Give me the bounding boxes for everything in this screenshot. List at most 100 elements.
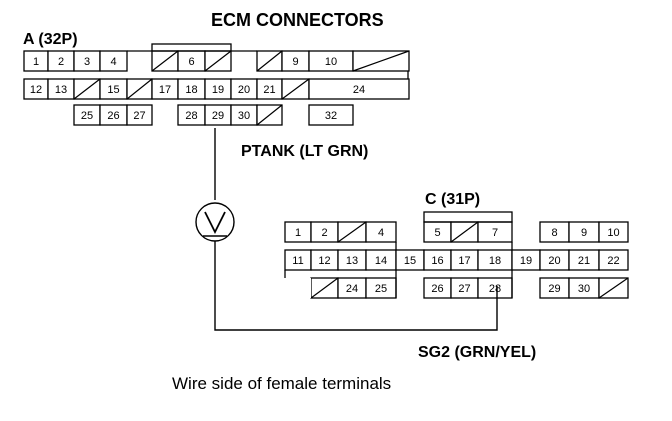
terminal-number: 2 [321, 227, 327, 239]
terminal-24: 24 [337, 277, 367, 299]
terminal-number: 12 [30, 84, 42, 96]
terminal-3: 3 [73, 50, 101, 72]
terminal-number: 18 [185, 84, 197, 96]
terminal-number: 14 [375, 255, 387, 267]
connector-a-label: A (32P) [23, 31, 78, 48]
terminal-empty [256, 104, 283, 126]
terminal-number: 7 [492, 227, 498, 239]
terminal-15: 15 [395, 249, 425, 271]
terminal-number: 18 [489, 255, 501, 267]
terminal-number: 6 [188, 56, 194, 68]
terminal-28: 28 [177, 104, 206, 126]
terminal-number: 24 [346, 283, 358, 295]
terminal-empty [204, 50, 232, 72]
terminal-empty [281, 78, 310, 100]
terminal-number: 4 [378, 227, 384, 239]
terminal-number: 4 [110, 56, 116, 68]
terminal-25: 25 [73, 104, 101, 126]
terminal-number: 11 [292, 255, 303, 267]
terminal-22: 22 [598, 249, 629, 271]
terminal-27: 27 [126, 104, 153, 126]
terminal-empty [256, 50, 283, 72]
terminal-number: 16 [431, 255, 443, 267]
terminal-number: 10 [607, 227, 619, 239]
terminal-number: 3 [84, 56, 90, 68]
terminal-11: 11 [284, 249, 312, 271]
terminal-number: 17 [458, 255, 470, 267]
connector-a-lock-tab [151, 43, 232, 52]
terminal-number: 15 [404, 255, 416, 267]
terminal-9: 9 [568, 221, 600, 243]
terminal-number: 27 [458, 283, 470, 295]
terminal-12: 12 [310, 249, 339, 271]
terminal-26: 26 [99, 104, 128, 126]
terminal-12: 12 [23, 78, 49, 100]
terminal-8: 8 [539, 221, 570, 243]
terminal-4: 4 [99, 50, 128, 72]
terminal-26: 26 [423, 277, 452, 299]
terminal-empty [352, 50, 410, 72]
terminal-5: 5 [423, 221, 452, 243]
terminal-empty [598, 277, 629, 299]
terminal-number: 30 [238, 110, 250, 122]
terminal-15: 15 [99, 78, 128, 100]
terminal-number: 19 [212, 84, 224, 96]
terminal-number: 28 [185, 110, 197, 122]
terminal-29: 29 [204, 104, 232, 126]
diagram-caption: Wire side of female terminals [172, 374, 391, 393]
terminal-2: 2 [47, 50, 75, 72]
terminal-number: 15 [107, 84, 119, 96]
terminal-number: 21 [263, 84, 275, 96]
terminal-number: 9 [292, 56, 298, 68]
terminal-13: 13 [47, 78, 75, 100]
terminal-number: 2 [58, 56, 64, 68]
terminal-number: 17 [159, 84, 171, 96]
terminal-number: 29 [548, 283, 560, 295]
terminal-number: 25 [375, 283, 387, 295]
terminal-4: 4 [365, 221, 397, 243]
terminal-17: 17 [151, 78, 179, 100]
terminal-16: 16 [423, 249, 452, 271]
connector-c-label: C (31P) [425, 191, 480, 208]
wire-label-ptank: PTANK (LT GRN) [241, 143, 368, 160]
terminal-14: 14 [365, 249, 397, 271]
terminal-number: 10 [325, 56, 337, 68]
terminal-empty [310, 277, 339, 299]
terminal-17: 17 [450, 249, 479, 271]
terminal-number: 29 [212, 110, 224, 122]
terminal-number: 32 [325, 110, 337, 122]
terminal-number: 12 [318, 255, 330, 267]
wire-sg2 [214, 241, 498, 331]
terminal-29: 29 [539, 277, 570, 299]
terminal-number: 30 [578, 283, 590, 295]
terminal-25: 25 [365, 277, 397, 299]
voltmeter-v-symbol [204, 211, 226, 235]
terminal-1: 1 [284, 221, 312, 243]
terminal-number: 25 [81, 110, 93, 122]
terminal-21: 21 [568, 249, 600, 271]
terminal-empty [126, 78, 153, 100]
terminal-number: 13 [346, 255, 358, 267]
terminal-number: 8 [551, 227, 557, 239]
terminal-number: 27 [133, 110, 145, 122]
terminal-10: 10 [308, 50, 354, 72]
terminal-2: 2 [310, 221, 339, 243]
terminal-6: 6 [177, 50, 206, 72]
terminal-empty [73, 78, 101, 100]
terminal-19: 19 [511, 249, 541, 271]
connector-c-lock-tab [423, 211, 513, 223]
terminal-9: 9 [281, 50, 310, 72]
diagram-title: ECM CONNECTORS [211, 10, 384, 30]
terminal-number: 26 [431, 283, 443, 295]
meter-and-wires [195, 128, 498, 331]
terminal-empty [151, 50, 179, 72]
terminal-number: 22 [607, 255, 619, 267]
terminal-1: 1 [23, 50, 49, 72]
terminal-20: 20 [230, 78, 258, 100]
terminal-number: 5 [434, 227, 440, 239]
terminal-empty [450, 221, 479, 243]
